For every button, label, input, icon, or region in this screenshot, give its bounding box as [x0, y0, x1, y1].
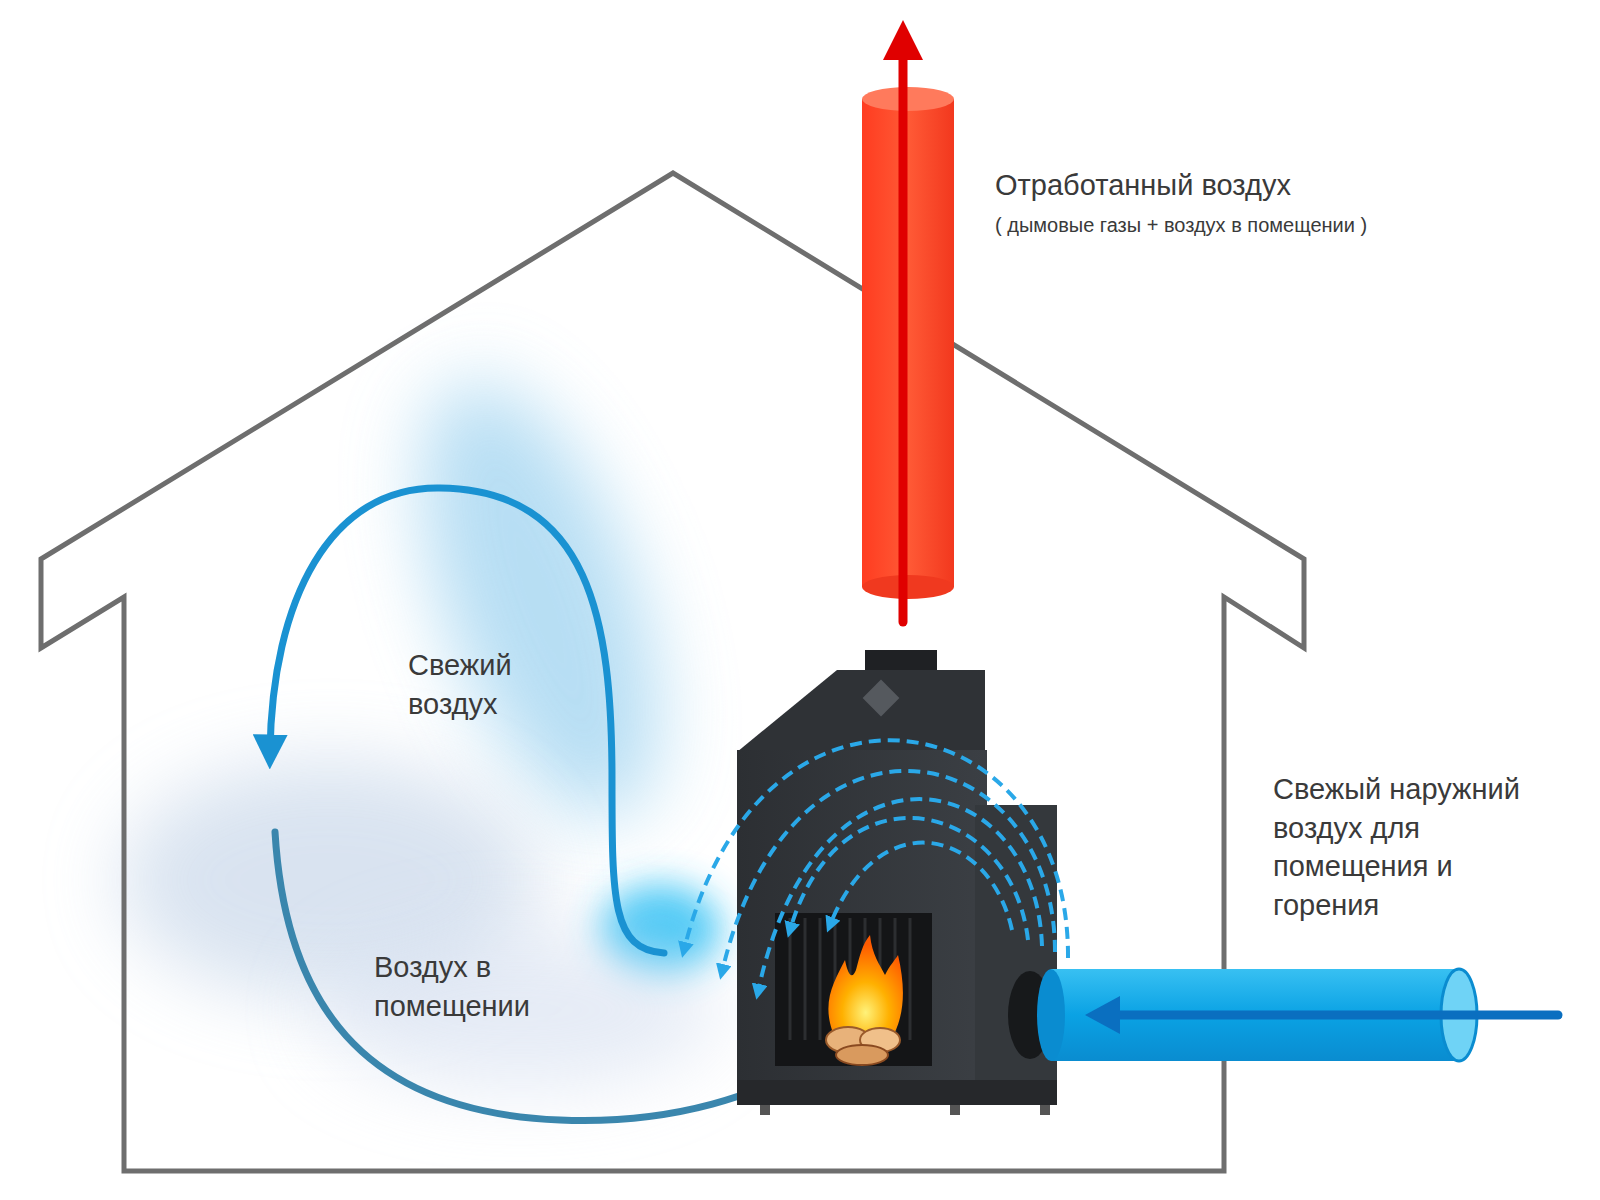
- house-outline: [41, 173, 1304, 1171]
- dashed-airflow: [684, 740, 1068, 992]
- exhaust-note: ( дымовые газы + воздух в помещении ): [995, 212, 1367, 239]
- room-air-label: Воздух в помещении: [374, 948, 574, 1025]
- exhaust-label: Отработанный воздух: [995, 166, 1291, 205]
- exhaust-pipe: [862, 20, 954, 622]
- fresh-air-label: Свежий воздух: [408, 646, 548, 723]
- fireplace: [737, 650, 1057, 1115]
- room-air-arrow: [275, 832, 818, 1121]
- fresh-air-arrow: [270, 488, 664, 953]
- intake-pipe: [1037, 969, 1558, 1061]
- intake-label: Свежый наружний воздух для помещения и г…: [1273, 770, 1563, 924]
- air-cloud: [120, 351, 720, 1090]
